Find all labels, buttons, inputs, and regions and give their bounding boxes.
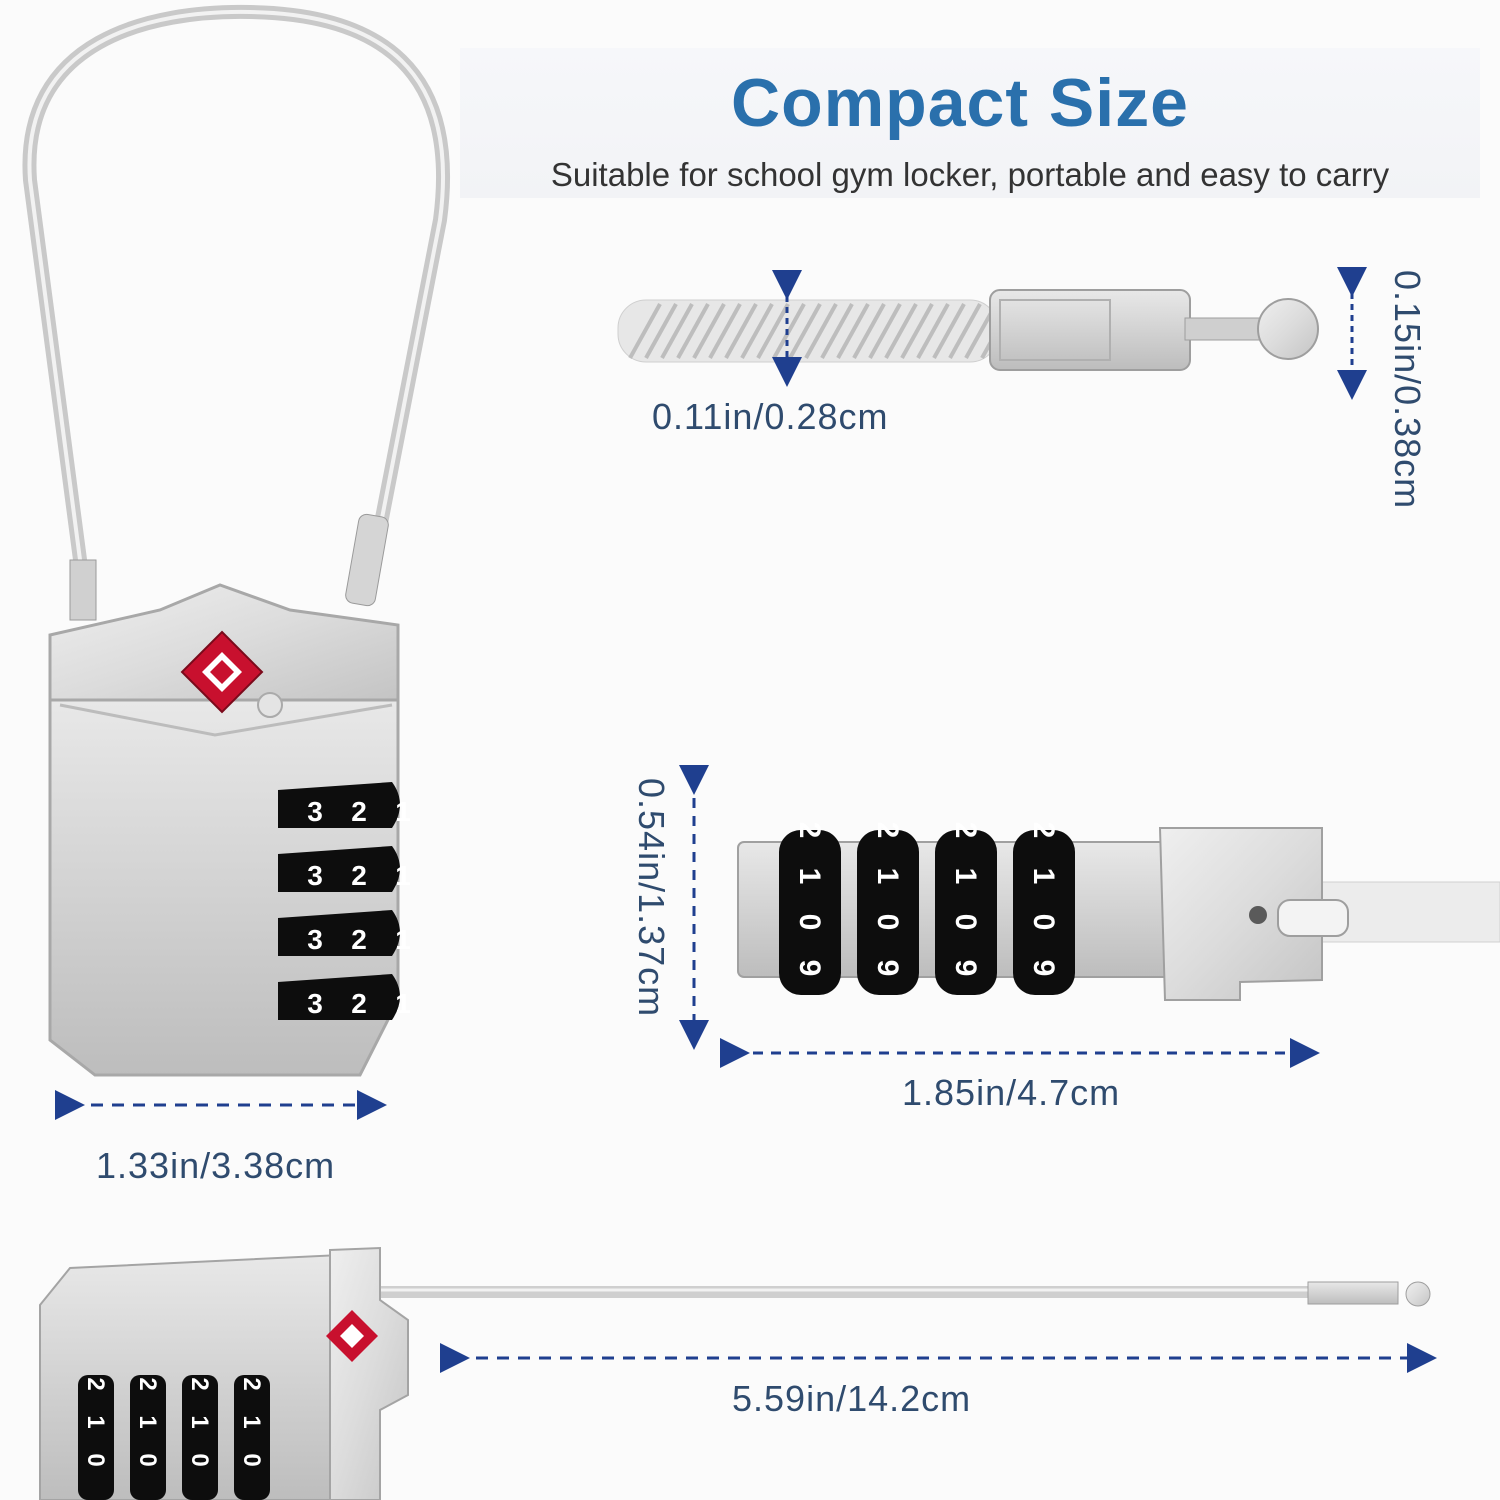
dial-wheel[interactable]: 2 1 0: [182, 1375, 218, 1500]
dial-digit: 9: [793, 960, 826, 977]
lock-width-label: 1.33in/3.38cm: [96, 1145, 336, 1186]
cable-shackle: [22, 4, 451, 592]
dial-wheel[interactable]: 2 1 0: [234, 1375, 270, 1500]
cable-strand: [644, 303, 678, 359]
dial-digit: 2: [793, 822, 826, 839]
dial-digit: 0: [871, 914, 904, 931]
dial-wheel[interactable]: 2 1 0 9: [857, 822, 919, 995]
dial-wheel[interactable]: 2 1 0 9: [779, 822, 841, 995]
dial-digit: 3: [307, 860, 323, 891]
dial-digit: 0: [1027, 914, 1060, 931]
dial-digit: 2: [82, 1377, 109, 1390]
dial-digit: 2: [1027, 822, 1060, 839]
dial-wheel[interactable]: 2 1 0 9: [1013, 822, 1075, 995]
dial-digit: 1: [134, 1415, 161, 1428]
cable-detail: [617, 267, 1367, 400]
dial-digit: 2: [949, 822, 982, 839]
body-length-label: 1.85in/4.7cm: [902, 1072, 1121, 1113]
cable-strand: [916, 303, 950, 359]
dial-digit: 2: [351, 988, 367, 1019]
dial-digit: 1: [395, 924, 411, 955]
dial-digit: 0: [186, 1453, 213, 1466]
dial-digit: 9: [949, 960, 982, 977]
cable-strand: [676, 303, 710, 359]
page-subtitle: Suitable for school gym locker, portable…: [550, 156, 1390, 193]
dial-digit: 1: [949, 868, 982, 885]
side-body-view: 2 1 0 9 2 1 0 9 2 1 0 9 2 1 0 9: [679, 765, 1500, 1068]
dial-digit: 1: [395, 796, 411, 827]
dial-digit: 1: [871, 868, 904, 885]
cable-strand: [932, 303, 966, 359]
lying-padlock: 2 1 0 2 1 0 2 1 0 2 1 0: [39, 1246, 1437, 1500]
dial-digit: 2: [351, 796, 367, 827]
dial-digit: 1: [238, 1415, 265, 1428]
dial-digit: 2: [134, 1377, 161, 1390]
side-combination-dials: 2 1 0 9 2 1 0 9 2 1 0 9 2 1 0 9: [779, 822, 1075, 995]
cable-length-label: 5.59in/14.2cm: [732, 1378, 972, 1419]
dial-digit: 2: [351, 860, 367, 891]
cable-strand: [740, 303, 774, 359]
side-head: [1158, 827, 1323, 1001]
cable-strand: [836, 303, 870, 359]
dial-wheel[interactable]: 2 1 0: [130, 1375, 166, 1500]
cable-strand: [820, 303, 854, 359]
dial-digit: 0: [793, 914, 826, 931]
cable-strand: [660, 303, 694, 359]
dial-digit: 1: [793, 868, 826, 885]
cable-strand: [884, 303, 918, 359]
lying-combination-dials: 2 1 0 2 1 0 2 1 0 2 1 0: [78, 1375, 270, 1500]
cable-strand: [868, 303, 902, 359]
dial-digit: 1: [82, 1415, 109, 1428]
dial-digit: 1: [1027, 868, 1060, 885]
dial-digit: 3: [307, 988, 323, 1019]
dial-digit: 0: [238, 1453, 265, 1466]
cable-ball-end: [1257, 298, 1319, 360]
cable-strand: [628, 303, 662, 359]
dial-wheel[interactable]: 2 1 0 9: [935, 822, 997, 995]
ball-diameter-label: 0.15in/0.38cm: [1387, 270, 1428, 510]
dial-digit: 1: [395, 988, 411, 1019]
dial-digit: 2: [186, 1377, 213, 1390]
dial-digit: 3: [307, 924, 323, 955]
dial-digit: 9: [871, 960, 904, 977]
cable-strand: [708, 303, 742, 359]
cable-strand: [692, 303, 726, 359]
tsa-diamond-icon: [326, 1310, 378, 1362]
dial-digit: 0: [949, 914, 982, 931]
cable-strand: [804, 303, 838, 359]
cable-diameter-label: 0.11in/0.28cm: [652, 396, 889, 437]
tsa-diamond-icon: [180, 630, 264, 714]
dial-digit: 1: [186, 1415, 213, 1428]
cable-strand: [948, 303, 982, 359]
dial-digit: 0: [82, 1453, 109, 1466]
dial-digit: 3: [307, 796, 323, 827]
dial-digit: 2: [238, 1377, 265, 1390]
cable-ferrule: [989, 289, 1191, 371]
body-thickness-label: 0.54in/1.37cm: [631, 778, 672, 1018]
header-banner: Compact Size Suitable for school gym loc…: [460, 48, 1480, 198]
cable-strand: [724, 303, 758, 359]
cable-strand: [852, 303, 886, 359]
dial-digit: 0: [134, 1453, 161, 1466]
dial-digit: 1: [395, 860, 411, 891]
cable-strand: [900, 303, 934, 359]
dial-digit: 2: [351, 924, 367, 955]
dial-digit: 2: [871, 822, 904, 839]
dial-digit: 9: [1027, 960, 1060, 977]
page-title: Compact Size: [731, 65, 1189, 141]
dial-wheel[interactable]: 2 1 0: [78, 1375, 114, 1500]
